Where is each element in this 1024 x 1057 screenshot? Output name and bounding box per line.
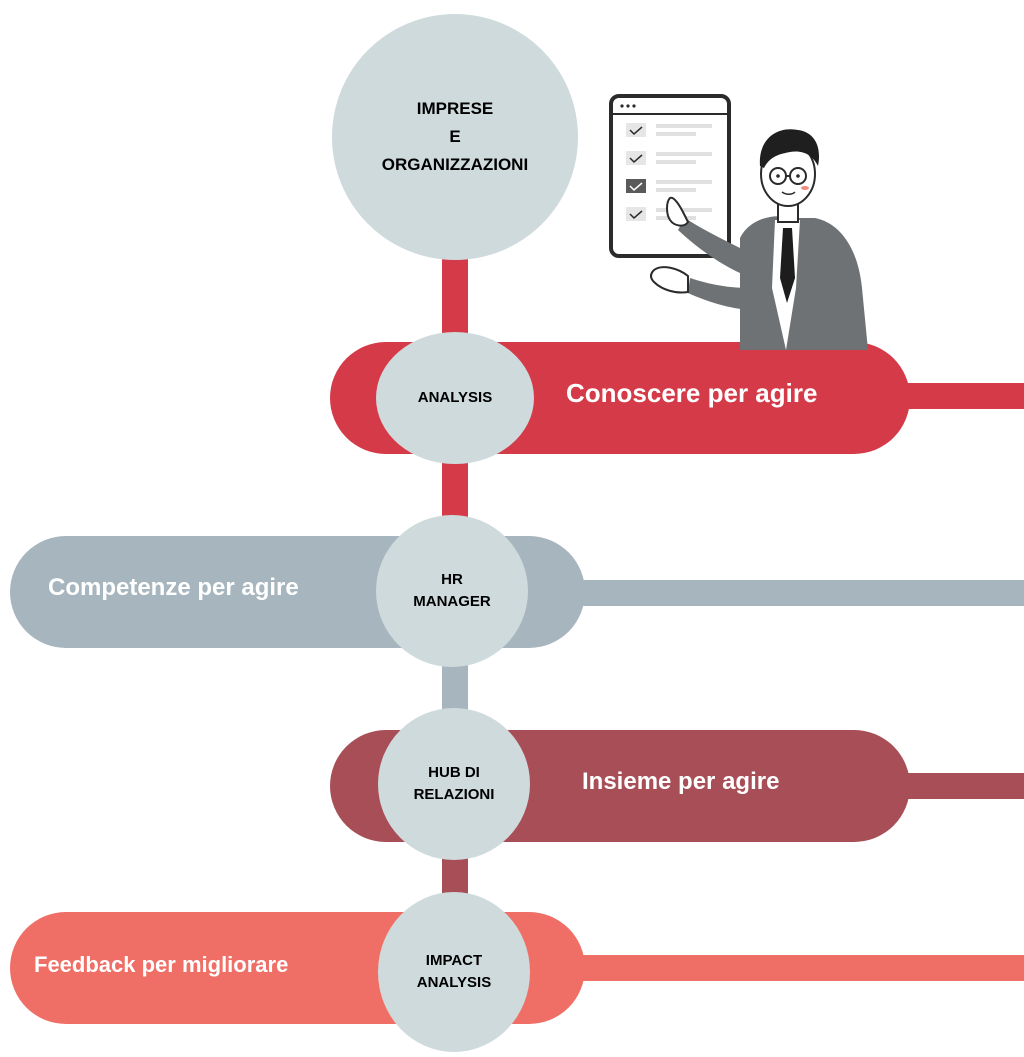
node-top-line1: IMPRESE [416, 99, 494, 118]
label-impact: Feedback per migliorare [34, 952, 289, 977]
label-hub: Insieme per agire [582, 768, 780, 795]
label-analysis: Conoscere per agire [566, 378, 818, 408]
node-analysis-line1: ANALYSIS [417, 389, 493, 406]
node-impact-analysis: IMPACT ANALYSIS [378, 892, 530, 1052]
strip-hr [560, 580, 1024, 606]
node-hr-line1: HR [441, 571, 463, 588]
node-top-line2: E [449, 127, 461, 146]
node-hub-relazioni: HUB DI RELAZIONI [378, 708, 530, 860]
node-analysis: ANALYSIS [376, 332, 534, 464]
node-impact-line1: IMPACT [425, 952, 483, 969]
businessman-pointing-at-checklist-icon [609, 94, 868, 350]
node-hr-manager: HR MANAGER [376, 515, 528, 667]
node-hr-line2: MANAGER [413, 593, 491, 610]
node-top-line3: ORGANIZZAZIONI [381, 155, 529, 174]
node-impact-line2: ANALYSIS [416, 974, 492, 991]
label-hr: Competenze per agire [48, 574, 299, 601]
node-hub-line1: HUB DI [428, 764, 480, 781]
node-imprese-organizzazioni: IMPRESE E ORGANIZZAZIONI [332, 14, 578, 260]
node-hub-line2: RELAZIONI [413, 786, 495, 803]
strip-impact [560, 955, 1024, 981]
